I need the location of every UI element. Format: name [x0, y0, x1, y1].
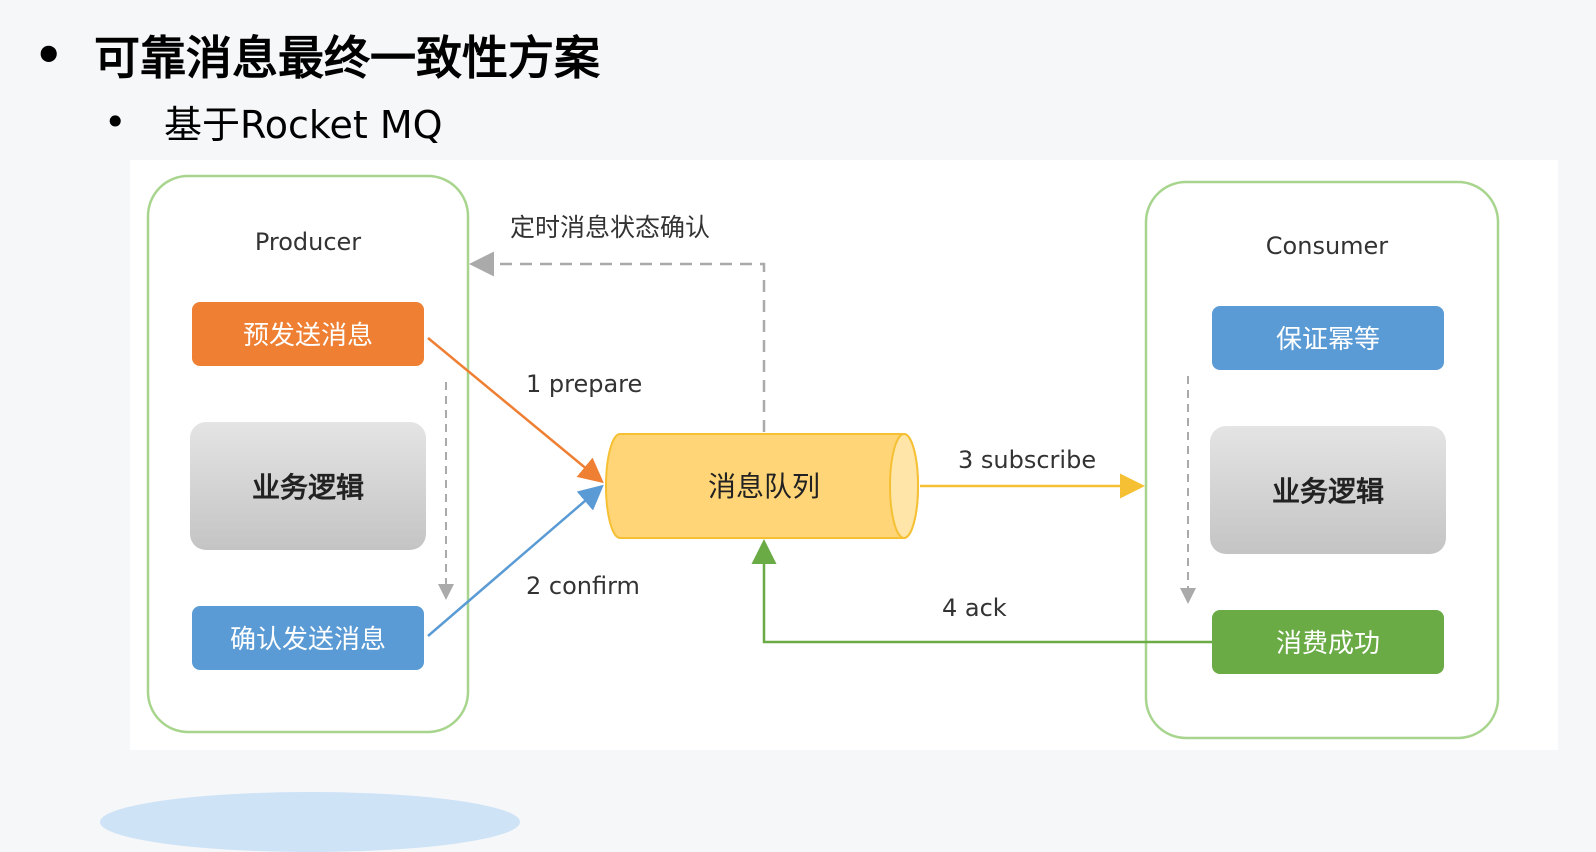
consumer-logic-label: 业务逻辑 [1272, 475, 1384, 508]
pre-send-box [192, 302, 424, 366]
consumer-title: Consumer [1266, 232, 1389, 260]
producer-container [146, 174, 470, 734]
producer-title: Producer [255, 228, 361, 256]
consume-success-box [1212, 610, 1444, 674]
timed-check-label: 定时消息状态确认 [510, 213, 710, 242]
consumer-container [1144, 180, 1500, 740]
confirm-send-box [192, 606, 424, 670]
flow-diagram: Producer 预发送消息 业务逻辑 确认发送消息 Consumer 保证幂等… [146, 174, 1500, 740]
producer-logic-label: 业务逻辑 [252, 471, 364, 504]
ack-arrow [751, 539, 1212, 644]
decorative-arc [100, 792, 520, 852]
pre-send-label: 预发送消息 [243, 321, 373, 351]
timed-check-arrow [469, 251, 766, 432]
queue-label: 消息队列 [708, 470, 820, 503]
consume-success-label: 消费成功 [1276, 629, 1380, 659]
ack-label: 4 ack [942, 594, 1007, 622]
diagram-canvas: Producer 预发送消息 业务逻辑 确认发送消息 Consumer 保证幂等… [130, 160, 1558, 750]
idempotent-box [1212, 306, 1444, 370]
main-heading: • 可靠消息最终一致性方案 [34, 22, 600, 88]
subscribe-label: 3 subscribe [958, 446, 1096, 474]
confirm-arrow [427, 484, 604, 637]
prepare-label: 1 prepare [526, 370, 642, 398]
confirm-send-label: 确认发送消息 [230, 625, 386, 655]
idempotent-label: 保证幂等 [1276, 325, 1380, 355]
subheading-text: 基于Rocket MQ [164, 103, 443, 147]
message-queue [605, 433, 919, 539]
prepare-arrow [427, 337, 604, 484]
producer-logic-box [190, 422, 426, 550]
confirm-label: 2 confirm [526, 572, 640, 600]
sub-heading: • 基于Rocket MQ [104, 94, 443, 149]
consumer-logic-box [1210, 426, 1446, 554]
heading-title: 可靠消息最终一致性方案 [94, 31, 600, 85]
bullet-icon: • [104, 99, 127, 144]
bullet-icon: • [34, 28, 64, 82]
